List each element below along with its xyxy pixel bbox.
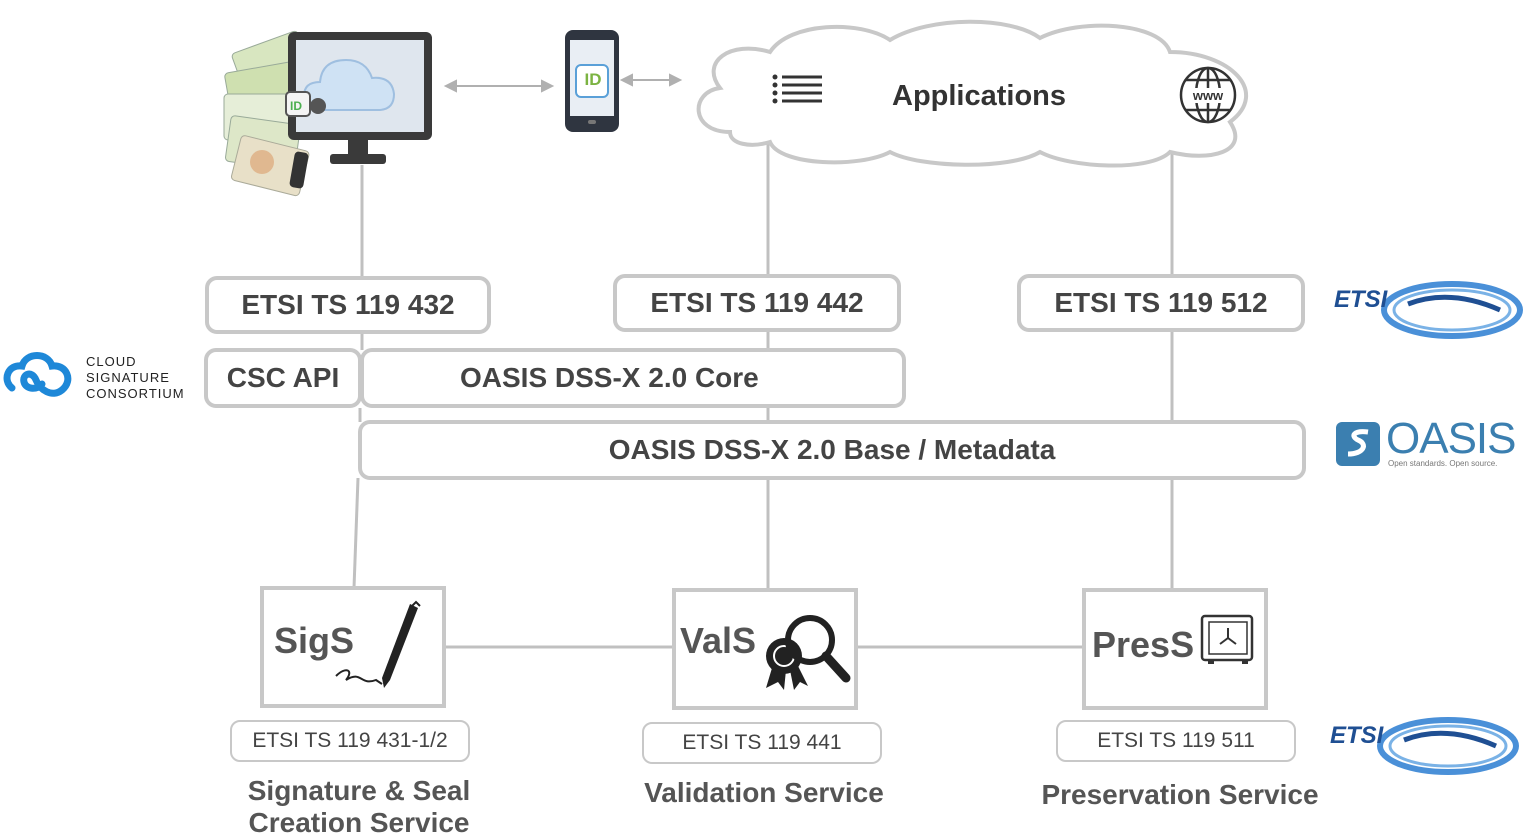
sigs-caption-line-2: Creation Service [248,807,470,838]
csc-line-3: CONSORTIUM [86,386,185,401]
etsi-ts-119-442-box[interactable]: ETSI TS 119 442 [613,274,901,332]
press-label: PresS [1092,624,1195,665]
applications-cloud[interactable] [690,12,1270,172]
etsi-logo-bottom [1377,717,1519,775]
oasis-tagline: Open standards. Open source. [1388,459,1498,468]
sigs-caption: Signature & Seal Creation Service [200,775,518,839]
list-icon [772,74,822,104]
sigs-label: SigS [274,620,355,661]
phone-id-badge: ID [584,70,602,89]
csc-line-1: CLOUD [86,354,137,369]
etsi-ts-119-432-box[interactable]: ETSI TS 119 432 [205,276,491,334]
etsi-ts-119-512-box[interactable]: ETSI TS 119 512 [1017,274,1305,332]
phone-icon [565,30,619,132]
svg-text:ID: ID [290,99,302,113]
magnifier-seal-icon [766,615,851,690]
globe-icon: www [1179,66,1237,124]
etsi-ts-119-431-box[interactable]: ETSI TS 119 431-1/2 [230,720,470,762]
csc-api-box[interactable]: CSC API [204,348,362,408]
oasis-dss-base-box[interactable]: OASIS DSS-X 2.0 Base / Metadata [358,420,1306,480]
etsi-ts-119-511-box[interactable]: ETSI TS 119 511 [1056,720,1296,762]
etsi-logo-bottom-text: ETSI [1330,722,1384,749]
oasis-logo-mark [1336,422,1380,466]
vals-label: ValS [680,620,757,661]
sigs-caption-line-1: Signature & Seal [247,775,471,806]
oasis-logo-text: OASIS [1386,414,1516,463]
cloud-monitor-icon: ID [223,30,432,197]
etsi-logo-top [1381,281,1523,339]
etsi-logo-top-text: ETSI [1334,286,1388,313]
sigs-service-box[interactable] [260,586,446,708]
vals-caption: Validation Service [644,777,884,808]
csc-line-2: SIGNATURE [86,370,170,385]
etsi-ts-119-441-box[interactable]: ETSI TS 119 441 [642,722,882,764]
safe-icon [1200,614,1254,664]
applications-label: Applications [892,80,1067,112]
press-caption: Preservation Service [1041,779,1319,810]
svg-text:www: www [1192,88,1224,103]
csc-logo-text: CLOUD SIGNATURE CONSORTIUM [86,354,185,402]
oasis-dss-core-box[interactable]: OASIS DSS-X 2.0 Core [360,348,906,408]
press-service-box[interactable] [1082,588,1268,710]
pen-icon [335,600,421,688]
csc-logo [3,352,72,397]
